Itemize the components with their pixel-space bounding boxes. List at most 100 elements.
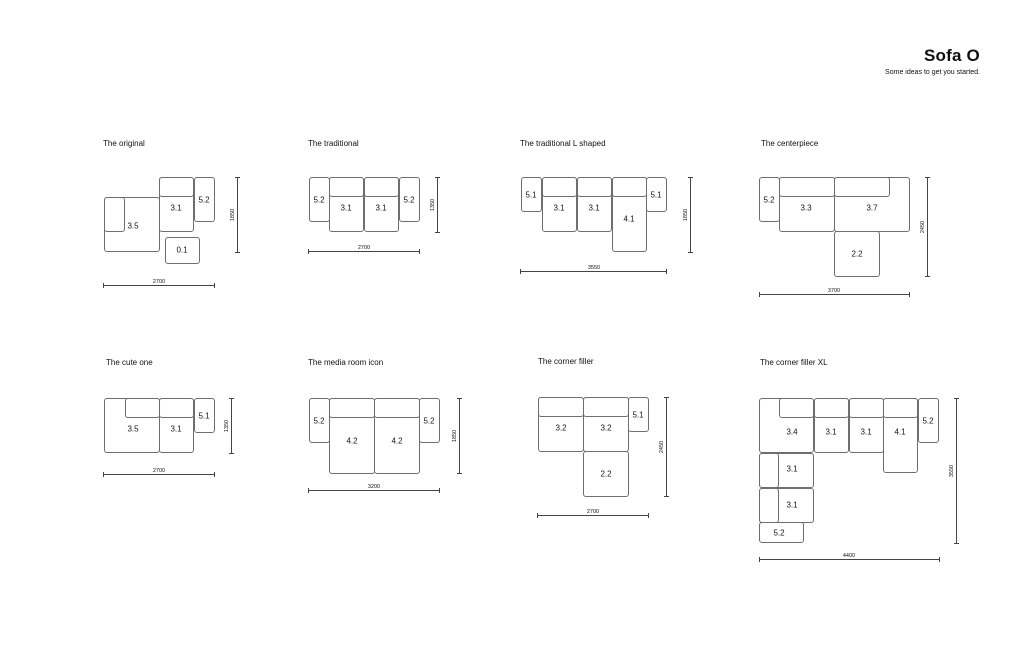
module-backrest: [159, 177, 194, 197]
module-label: 3.4: [786, 427, 798, 437]
page-header: Sofa O Some ideas to get you started.: [885, 46, 980, 76]
width-dimension-line: [759, 557, 940, 562]
width-dimension-line: [103, 283, 215, 288]
module-label: 5.1: [632, 410, 644, 420]
width-dimension-line: [759, 292, 910, 297]
width-dimension-label: 3550: [587, 265, 601, 271]
module-label: 5.2: [313, 195, 325, 205]
sofa-module: [194, 398, 215, 433]
module-label: 5.2: [313, 416, 325, 426]
depth-dimension-line: [457, 398, 462, 474]
config-title: The cute one: [106, 358, 153, 367]
width-dimension-label: 2700: [357, 245, 371, 251]
module-label: 3.1: [786, 464, 798, 474]
depth-dimension-label: 2450: [920, 220, 926, 234]
module-label: 3.1: [588, 203, 600, 213]
width-dimension-line: [308, 488, 440, 493]
depth-dimension-line: [235, 177, 240, 253]
module-backrest: [834, 177, 890, 197]
module-backrest: [779, 177, 835, 197]
config-title: The original: [103, 139, 145, 148]
module-backrest: [779, 398, 814, 418]
width-dimension-label: 2700: [152, 279, 166, 285]
module-backrest: [583, 397, 629, 417]
sofa-module: [165, 237, 200, 264]
module-label: 3.2: [555, 423, 567, 433]
sofa-module: [521, 177, 542, 212]
depth-dimension-line: [229, 398, 234, 454]
depth-dimension-label: 1350: [224, 419, 230, 433]
module-label: 4.2: [346, 436, 358, 446]
module-label: 5.2: [922, 416, 934, 426]
config-title: The corner filler XL: [760, 358, 828, 367]
module-label: 3.1: [825, 427, 837, 437]
depth-dimension-line: [435, 177, 440, 233]
module-backrest: [542, 177, 577, 197]
module-label: 0.1: [176, 245, 188, 255]
module-label: 2.2: [600, 469, 612, 479]
module-backrest: [814, 398, 849, 418]
depth-dimension-label: 1850: [230, 208, 236, 222]
module-backrest: [104, 197, 125, 232]
module-backrest: [759, 453, 779, 488]
page-subtitle: Some ideas to get you started.: [885, 69, 980, 76]
sofa-module: [419, 398, 440, 443]
depth-dimension-label: 1850: [452, 429, 458, 443]
depth-dimension-line: [664, 397, 669, 497]
depth-dimension-label: 3550: [949, 464, 955, 478]
module-label: 5.1: [198, 411, 210, 421]
config-title: The media room icon: [308, 358, 384, 367]
module-label: 5.2: [198, 195, 210, 205]
sofa-module: [759, 522, 804, 543]
depth-dimension-label: 2450: [659, 440, 665, 454]
width-dimension-label: 2700: [586, 509, 600, 515]
module-label: 3.3: [800, 203, 812, 213]
module-backrest: [125, 398, 160, 418]
width-dimension-line: [308, 249, 420, 254]
module-backrest: [364, 177, 399, 197]
module-label: 3.1: [786, 500, 798, 510]
config-title: The centerpiece: [761, 139, 819, 148]
module-label: 3.1: [170, 203, 182, 213]
module-label: 4.1: [894, 427, 906, 437]
width-dimension-label: 3200: [367, 484, 381, 490]
config-title: The traditional L shaped: [520, 139, 606, 148]
sofa-module: [646, 177, 667, 212]
page-title: Sofa O: [924, 46, 980, 65]
module-label: 3.1: [553, 203, 565, 213]
module-backrest: [329, 177, 364, 197]
module-label: 3.2: [600, 423, 612, 433]
module-backrest: [538, 397, 584, 417]
module-label: 4.1: [623, 214, 635, 224]
module-label: 3.1: [170, 424, 182, 434]
sofa-module: [399, 177, 420, 222]
module-label: 5.2: [403, 195, 415, 205]
module-backrest: [883, 398, 918, 418]
sofa-module: [628, 397, 649, 432]
module-label: 5.2: [773, 528, 785, 538]
module-label: 2.2: [851, 249, 863, 259]
depth-dimension-line: [925, 177, 930, 277]
module-backrest: [612, 177, 647, 197]
module-label: 3.5: [127, 221, 139, 231]
module-label: 5.1: [525, 190, 537, 200]
module-label: 4.2: [391, 436, 403, 446]
width-dimension-line: [537, 513, 649, 518]
width-dimension-line: [520, 269, 667, 274]
module-label: 3.1: [340, 203, 352, 213]
module-label: 5.2: [763, 195, 775, 205]
module-backrest: [759, 488, 779, 523]
sofa-module: [194, 177, 215, 222]
depth-dimension-line: [954, 398, 959, 544]
sofa-module: [583, 451, 629, 497]
depth-dimension-label: 1850: [683, 208, 689, 222]
module-label: 5.1: [650, 190, 662, 200]
depth-dimension-line: [688, 177, 693, 253]
module-label: 5.2: [423, 416, 435, 426]
module-backrest: [374, 398, 420, 418]
module-label: 3.1: [860, 427, 872, 437]
width-dimension-label: 2700: [152, 468, 166, 474]
module-backrest: [329, 398, 375, 418]
config-title: The traditional: [308, 139, 359, 148]
module-backrest: [849, 398, 884, 418]
